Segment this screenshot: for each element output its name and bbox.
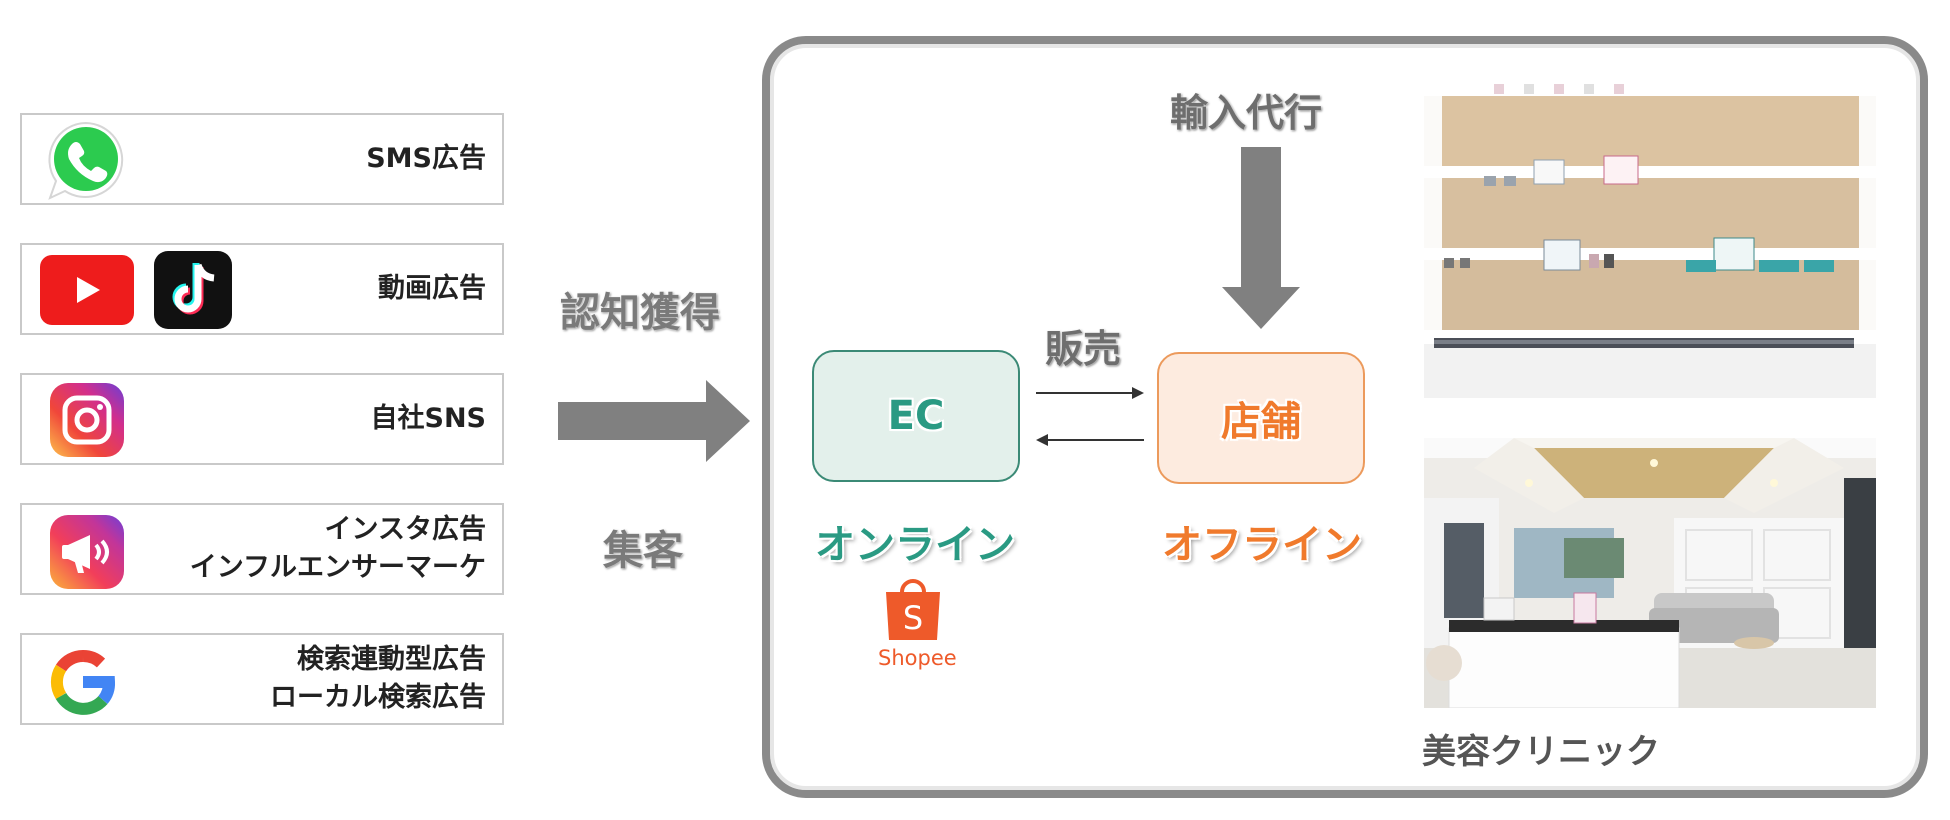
channel-search-ads: 検索連動型広告 ローカル検索広告 (20, 633, 504, 725)
channel-label: 検索連動型広告 ローカル検索広告 (270, 635, 486, 723)
channel-label-line: 検索連動型広告 (297, 644, 486, 675)
tiktok-icon (154, 251, 232, 329)
channel-label: SMS広告 (366, 115, 486, 203)
shopee-text: Shopee (878, 646, 957, 670)
product-shelf-photo (1424, 82, 1876, 398)
channel-label-line: SMS広告 (366, 143, 486, 174)
channel-label: 自社SNS (371, 375, 487, 463)
store-node: 店舗 (1157, 352, 1365, 484)
whatsapp-icon (48, 121, 124, 200)
ec-to-store-arrow-icon (1036, 387, 1144, 399)
svg-text:S: S (903, 599, 923, 637)
channel-insta-ads: インスタ広告 インフルエンサーマーケ (20, 503, 504, 595)
channel-label-line: 動画広告 (378, 273, 486, 304)
shelf-illustration (1424, 82, 1876, 398)
channel-video: 動画広告 (20, 243, 504, 335)
channel-label: インスタ広告 インフルエンサーマーケ (190, 505, 486, 593)
channel-label-line: インフルエンサーマーケ (189, 552, 486, 583)
sales-label: 販売 (1045, 327, 1122, 371)
offline-label: オフライン (1162, 522, 1362, 568)
ec-node-label: EC (887, 393, 945, 439)
channel-sms: SMS広告 (20, 113, 504, 205)
down-arrow-icon (1222, 147, 1300, 329)
clinic-caption: 美容クリニック (1422, 732, 1660, 772)
clinic-illustration (1424, 438, 1876, 708)
import-agency-label: 輸入代行 (1170, 91, 1323, 135)
channel-label-line: 自社SNS (370, 403, 487, 434)
store-to-ec-arrow-icon (1036, 434, 1144, 446)
channel-label: 動画広告 (378, 245, 486, 333)
youtube-icon (40, 255, 134, 325)
ec-node: EC (812, 350, 1020, 482)
awareness-label: 認知獲得 (560, 290, 720, 336)
google-icon (50, 649, 115, 715)
customer-acquisition-label: 集客 (603, 528, 683, 574)
right-arrow-icon (558, 380, 750, 462)
clinic-interior-photo (1424, 438, 1876, 708)
megaphone-icon (50, 515, 124, 589)
channel-label-line: ローカル検索広告 (270, 682, 486, 713)
channel-label-line: インスタ広告 (324, 514, 486, 545)
shopee-bag-icon: S (886, 579, 940, 640)
store-node-label: 店舗 (1221, 399, 1301, 445)
instagram-icon (50, 383, 124, 457)
channel-own-sns: 自社SNS (20, 373, 504, 465)
online-label: オンライン (815, 522, 1015, 568)
